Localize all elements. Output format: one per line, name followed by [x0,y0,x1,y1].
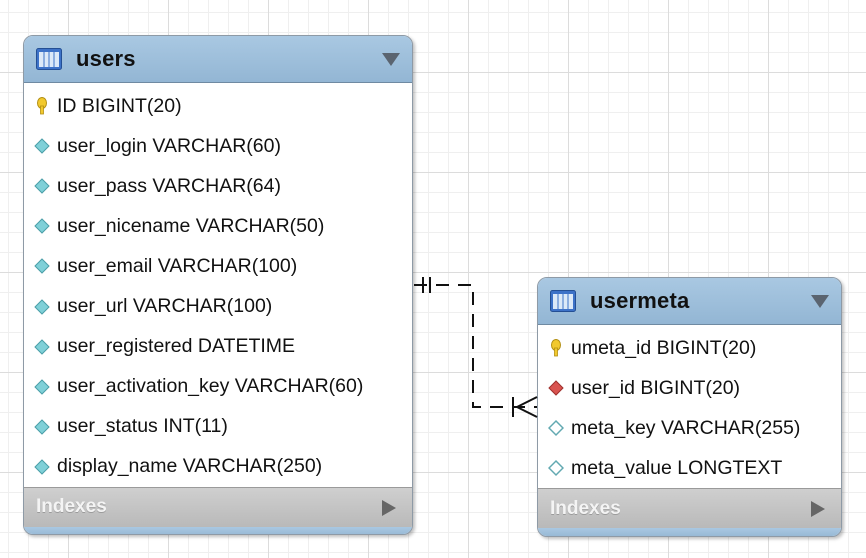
column-label: meta_key VARCHAR(255) [571,416,801,439]
column-diamond-icon [34,137,50,155]
table-icon [550,290,576,312]
column-label: user_id BIGINT(20) [571,376,741,399]
foreign-key-diamond-icon [548,379,564,397]
column-row[interactable]: user_url VARCHAR(100) [24,286,412,326]
column-diamond-icon [34,298,50,316]
column-row[interactable]: user_login VARCHAR(60) [24,126,412,166]
column-row[interactable]: user_pass VARCHAR(64) [24,166,412,206]
usermeta-table-footer [538,528,841,536]
users-column-list: ID BIGINT(20) user_login VARCHAR(60) user_… [24,83,412,487]
column-diamond-icon [34,338,50,356]
column-row[interactable]: meta_value LONGTEXT [538,448,841,488]
column-row[interactable]: ID BIGINT(20) [24,86,412,126]
usermeta-column-list: umeta_id BIGINT(20) user_id BIGINT(20) met… [538,325,841,488]
primary-key-icon [548,339,564,357]
column-label: user_status INT(11) [57,415,228,438]
column-diamond-icon [34,378,50,396]
collapse-triangle-icon[interactable] [811,295,829,308]
column-label: user_nicename VARCHAR(50) [57,214,325,237]
column-row[interactable]: user_nicename VARCHAR(50) [24,206,412,246]
users-table[interactable]: users ID BIGINT(20) user_login VARCHAR(60… [23,35,413,535]
users-table-title: users [76,46,136,71]
column-label: user_registered DATETIME [57,335,296,358]
column-label: ID BIGINT(20) [57,94,182,117]
column-diamond-icon [34,217,50,235]
column-row[interactable]: user_activation_key VARCHAR(60) [24,367,412,407]
column-label: user_email VARCHAR(100) [57,254,298,277]
column-label: display_name VARCHAR(250) [57,455,323,478]
users-indexes-label: Indexes [36,496,107,518]
column-row[interactable]: display_name VARCHAR(250) [24,447,412,487]
collapse-triangle-icon[interactable] [382,53,400,66]
usermeta-table[interactable]: usermeta umeta_id BIGINT(20) user_id BIGI… [537,277,842,537]
column-diamond-icon [34,177,50,195]
expand-triangle-icon[interactable] [382,499,396,516]
column-label: user_activation_key VARCHAR(60) [57,375,364,398]
nullable-column-diamond-icon [547,459,565,477]
table-icon [36,48,62,70]
usermeta-indexes-bar[interactable]: Indexes [538,488,841,529]
expand-triangle-icon[interactable] [811,501,825,518]
users-table-footer [24,526,412,534]
column-label: user_login VARCHAR(60) [57,134,281,157]
column-row[interactable]: user_id BIGINT(20) [538,368,841,408]
users-table-header[interactable]: users [24,36,412,83]
usermeta-table-title: usermeta [590,288,690,313]
column-row[interactable]: umeta_id BIGINT(20) [538,328,841,368]
crows-foot-line [516,406,538,418]
column-row[interactable]: user_status INT(11) [24,407,412,447]
column-label: meta_value LONGTEXT [571,456,783,479]
column-row[interactable]: user_email VARCHAR(100) [24,246,412,286]
column-label: umeta_id BIGINT(20) [571,336,757,359]
nullable-column-diamond-icon [547,419,565,437]
usermeta-table-header[interactable]: usermeta [538,278,841,325]
column-diamond-icon [34,257,50,275]
primary-key-icon [34,97,50,115]
column-label: user_pass VARCHAR(64) [57,174,281,197]
crows-foot-line [516,396,538,408]
column-diamond-icon [34,458,50,476]
users-indexes-bar[interactable]: Indexes [24,486,412,527]
usermeta-indexes-label: Indexes [550,497,621,519]
column-label: user_url VARCHAR(100) [57,295,273,318]
one-to-many-relationship-line[interactable] [414,277,538,418]
column-diamond-icon [34,418,50,436]
column-row[interactable]: meta_key VARCHAR(255) [538,408,841,448]
column-row[interactable]: user_registered DATETIME [24,327,412,367]
